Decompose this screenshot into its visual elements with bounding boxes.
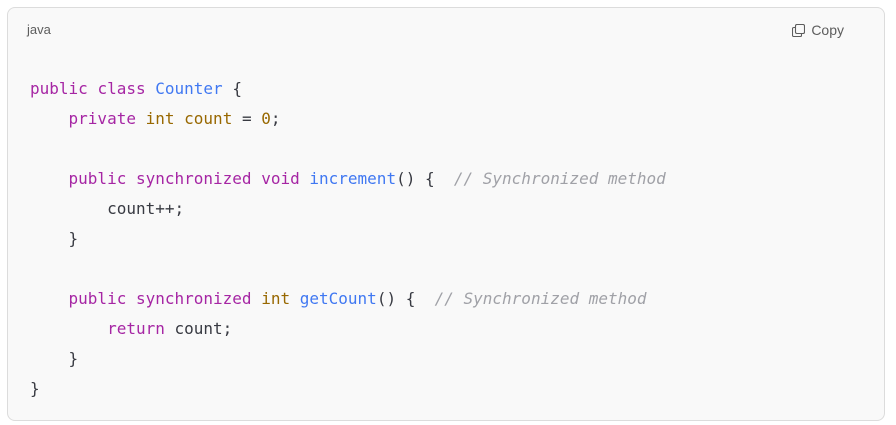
code-token: getCount: [299, 289, 377, 308]
code-token: [88, 79, 98, 98]
code-token: return: [107, 319, 165, 338]
copy-icon: [792, 23, 806, 37]
code-token: [30, 169, 69, 188]
code-token: public: [68, 289, 127, 308]
code-block: java Copy public class Counter { private…: [7, 7, 885, 421]
code-token: count;: [164, 319, 233, 338]
code-token: }: [30, 229, 79, 248]
code-line: [30, 134, 666, 164]
code-token: [146, 79, 156, 98]
copy-label: Copy: [811, 22, 844, 38]
code-token: private: [68, 109, 136, 128]
code-token: [252, 289, 262, 308]
code-line: public synchronized int getCount() { // …: [30, 284, 666, 314]
code-token: [252, 169, 262, 188]
code-token: {: [222, 79, 242, 98]
code-token: synchronized: [135, 169, 252, 188]
code-token: [300, 169, 310, 188]
code-token: // Synchronized method: [453, 169, 666, 188]
code-token: [126, 169, 136, 188]
code-line: public class Counter {: [30, 74, 666, 104]
language-label: java: [27, 22, 51, 37]
code-line: count++;: [30, 194, 666, 224]
copy-button[interactable]: Copy: [792, 20, 844, 40]
code-token: count++;: [30, 199, 185, 218]
code-line: [30, 254, 666, 284]
code-token: [136, 109, 146, 128]
code-line: }: [30, 344, 666, 374]
code-token: 0: [261, 109, 271, 128]
code-token: // Synchronized method: [434, 289, 647, 308]
code-line: }: [30, 374, 666, 404]
code-token: count: [184, 109, 233, 128]
code-token: () {: [376, 289, 435, 308]
code-token: public: [68, 169, 127, 188]
code-token: int: [145, 109, 175, 128]
code-token: [290, 289, 300, 308]
code-token: int: [261, 289, 291, 308]
code-token: }: [30, 349, 79, 368]
code-token: =: [232, 109, 262, 128]
code-token: () {: [396, 169, 454, 188]
code-token: class: [97, 79, 146, 98]
code-token: [30, 109, 69, 128]
code-line: private int count = 0;: [30, 104, 666, 134]
code-token: [175, 109, 185, 128]
code-content[interactable]: public class Counter { private int count…: [30, 74, 666, 404]
code-token: }: [30, 379, 40, 398]
code-token: increment: [309, 169, 397, 188]
code-line: return count;: [30, 314, 666, 344]
code-token: public: [30, 79, 88, 98]
code-token: void: [261, 169, 300, 188]
code-token: ;: [270, 109, 281, 128]
code-token: Counter: [155, 79, 223, 98]
code-line: }: [30, 224, 666, 254]
code-token: [30, 319, 107, 338]
code-token: [126, 289, 136, 308]
code-block-header: java Copy: [8, 8, 884, 53]
code-token: [30, 289, 69, 308]
code-line: public synchronized void increment() { /…: [30, 164, 666, 194]
code-token: synchronized: [135, 289, 252, 308]
